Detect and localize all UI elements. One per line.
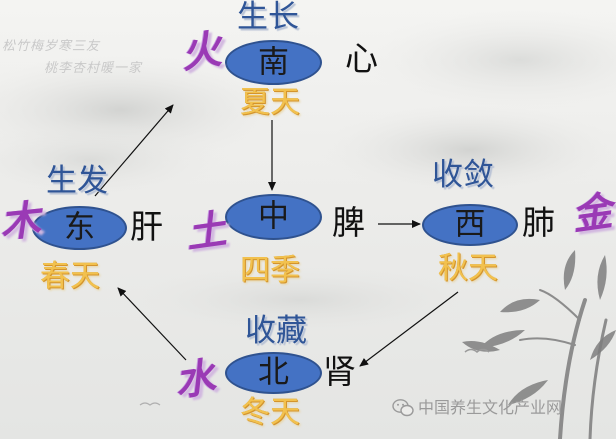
west-header: 收敛: [432, 157, 494, 193]
south-header: 生长: [237, 0, 299, 35]
node-west-label: 西: [454, 206, 486, 243]
arrow-east-to-south: [94, 104, 174, 197]
poem-line-1: 松竹梅岁寒三友: [2, 39, 101, 54]
north-header: 收藏: [245, 313, 307, 349]
season-spring: 春天: [40, 259, 100, 294]
node-center: 中: [225, 194, 322, 240]
watermark-text: 中国养生文化产业网: [418, 398, 563, 417]
wechat-icon: [392, 399, 414, 417]
node-west: 西: [422, 204, 518, 246]
arrow-north-to-east: [117, 287, 187, 361]
element-earth: 土: [182, 205, 230, 258]
element-fire: 火: [177, 25, 225, 78]
node-south-label: 南: [258, 44, 289, 80]
element-wood: 木: [0, 196, 43, 247]
organ-kidney: 肾: [323, 352, 356, 391]
poem-line-2: 桃李杏村暖一家: [44, 61, 143, 76]
season-winter: 冬天: [240, 395, 300, 430]
node-east-label: 东: [64, 209, 95, 246]
east-header: 生发: [46, 163, 108, 199]
node-south: 南: [225, 40, 322, 85]
organ-lung: 肺: [522, 203, 555, 242]
arrow-west-to-north: [359, 291, 459, 367]
node-east: 东: [32, 206, 127, 250]
season-autumn: 秋天: [438, 251, 498, 286]
organ-spleen: 脾: [332, 203, 365, 242]
node-center-label: 中: [258, 198, 289, 235]
organ-heart: 心: [345, 39, 378, 78]
element-metal: 金: [568, 187, 616, 240]
element-water: 水: [171, 353, 219, 406]
node-north-label: 北: [258, 354, 289, 391]
season-summer: 夏天: [240, 85, 300, 120]
season-four-seasons: 四季: [240, 253, 300, 288]
node-north: 北: [225, 352, 322, 394]
organ-liver: 肝: [130, 207, 163, 246]
bamboo-illustration: [519, 289, 608, 439]
